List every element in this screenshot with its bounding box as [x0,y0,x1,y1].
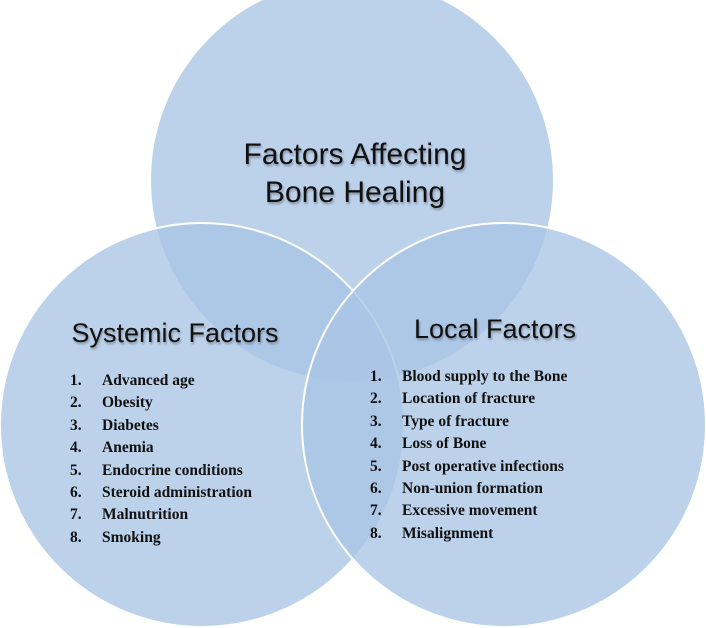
local-factor-item-label: Location of fracture [402,390,536,408]
systemic-factors-title: Systemic Factors [71,318,279,348]
local-factor-item-label: Blood supply to the Bone [402,368,568,385]
systemic-factor-item-number: 1. [70,372,82,389]
systemic-factor-item: 7. Malnutrition [70,504,252,526]
local-factor-item: 8. Misalignment [370,523,567,545]
systemic-factor-item-number: 6. [70,483,82,501]
systemic-factor-item-number: 8. [70,528,82,546]
systemic-factor-item: 6. Steroid administration [70,482,252,504]
systemic-factor-item: 4. Anemia [70,437,252,459]
local-factor-item-number: 8. [370,524,382,542]
circle-local-factors [301,222,706,628]
local-factor-item-number: 5. [370,457,382,475]
systemic-factor-item: 3. Diabetes [70,415,252,437]
local-factor-item-number: 3. [370,412,382,430]
local-factor-item-label: Non-union formation [402,479,543,497]
local-factor-item-number: 2. [370,390,382,408]
systemic-factor-item-number: 4. [70,439,82,457]
local-factor-item-label: Type of fracture [402,412,510,430]
local-factor-item: 2. Location of fracture [370,388,567,410]
local-factor-item: 3. Type of fracture [370,411,567,433]
systemic-factor-item-label: Endocrine conditions [102,461,243,479]
systemic-factor-item-label: Diabetes [102,416,159,434]
local-factor-item-number: 7. [370,502,382,520]
systemic-factor-item-number: 2. [70,394,82,412]
local-factor-item: 5. Post operative infections [370,456,567,478]
local-factors-title: Local Factors [413,314,577,344]
local-factor-item-number: 1. [370,368,382,385]
local-factor-item: 4. Loss of Bone [370,433,567,455]
local-factor-item: 6. Non-union formation [370,478,567,500]
systemic-factor-item: 8. Smoking [70,527,252,549]
local-factor-item-label: Excessive movement [402,502,538,520]
center-title-line-1: Factors Affecting [243,138,467,171]
systemic-factor-item-label: Advanced age [102,372,195,389]
systemic-factor-item-label: Smoking [102,528,161,546]
local-factor-item-label: Post operative infections [402,457,564,475]
local-factor-item-number: 4. [370,435,382,453]
systemic-factor-item-label: Malnutrition [102,506,189,524]
local-factor-item-number: 6. [370,479,382,497]
systemic-factor-item-number: 7. [70,506,82,524]
systemic-factor-item: 2. Obesity [70,392,252,414]
local-factor-item: 1. Blood supply to the Bone [370,366,567,388]
systemic-factor-item-label: Anemia [102,439,154,457]
local-factor-item-label: Misalignment [402,524,494,542]
systemic-factor-item: 5. Endocrine conditions [70,460,252,482]
center-title: Factors Affecting Bone Healing [180,136,530,212]
systemic-factors-list: 1. Advanced age 2. Obesity 3. Diabetes 4. Anemi… [70,370,252,549]
systemic-factor-item-label: Steroid administration [102,483,252,501]
local-factor-item: 7. Excessive movement [370,500,567,522]
systemic-factor-item: 1. Advanced age [70,370,252,392]
local-factor-item-label: Loss of Bone [402,435,487,453]
local-factors-list: 1. Blood supply to the Bone 2. Location of … [370,366,567,545]
systemic-factor-item-number: 3. [70,416,82,434]
systemic-factor-item-label: Obesity [102,394,153,412]
systemic-factor-item-number: 5. [70,461,82,479]
center-title-line-2: Bone Healing [264,176,446,209]
